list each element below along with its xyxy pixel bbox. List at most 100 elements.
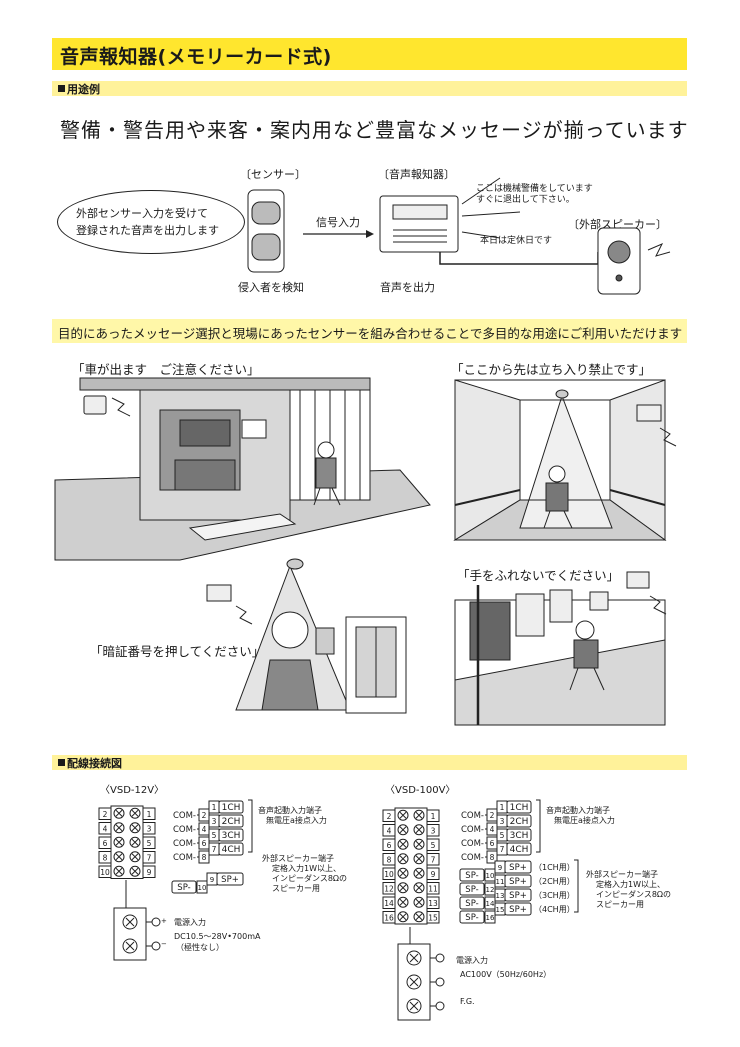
right-right-number-box bbox=[426, 809, 440, 822]
right-right-number-box bbox=[426, 867, 440, 880]
left-ch-box bbox=[218, 800, 244, 814]
right-power-wire-end bbox=[435, 1001, 445, 1011]
right-ch-label: 1CH bbox=[510, 803, 529, 813]
left-input-note: 音声起動入力端子 無電圧a接点入力 bbox=[258, 806, 327, 826]
right-left-number: 6 bbox=[387, 841, 392, 850]
right-screw-mark bbox=[399, 840, 407, 848]
right-right-number: 1 bbox=[431, 812, 436, 821]
left-ch-label: 3CH bbox=[222, 831, 241, 841]
garage-illustration bbox=[54, 377, 431, 561]
right-ch-num: 7 bbox=[500, 845, 505, 854]
right-power-screw-mark bbox=[409, 953, 419, 963]
left-left-number-box bbox=[98, 807, 112, 820]
left-spplus-box bbox=[216, 872, 244, 886]
left-power-spec: DC10.5～28V•700mA bbox=[174, 932, 261, 941]
description-oval: 外部センサー入力を受けて 登録された音声を出力します bbox=[57, 190, 245, 254]
left-left-number: 2 bbox=[103, 810, 108, 819]
gallery-illustration bbox=[454, 571, 667, 726]
oval-line-2: 登録された音声を出力します bbox=[76, 224, 219, 237]
right-right-number-box bbox=[426, 896, 440, 909]
right-sp-use: （4CH用） bbox=[534, 905, 575, 914]
left-right-number-box bbox=[142, 807, 156, 820]
right-screw-mark bbox=[415, 826, 423, 834]
right-screw-mark bbox=[415, 855, 423, 863]
right-left-number: 8 bbox=[387, 856, 392, 865]
left-spminus-box bbox=[171, 880, 197, 894]
left-spplus-num: 9 bbox=[210, 876, 214, 884]
right-spplus-num: 15 bbox=[496, 906, 505, 914]
right-right-number: 11 bbox=[428, 885, 438, 894]
right-ch-num: 3 bbox=[500, 817, 505, 826]
message-1-line-1: ここは機械警備をしています bbox=[476, 184, 593, 194]
left-com-label: COM- bbox=[173, 853, 196, 863]
right-spplus-box bbox=[504, 888, 532, 902]
left-left-number-box bbox=[98, 865, 112, 878]
left-right-number: 9 bbox=[147, 868, 152, 877]
page-title-bar: 音声報知器(メモリーカード式) bbox=[52, 38, 687, 70]
speaker-label: 〔外部スピーカー〕 bbox=[568, 218, 667, 231]
left-screw-mark bbox=[115, 838, 123, 846]
left-input-note-2: 無電圧a接点入力 bbox=[266, 816, 327, 825]
right-screw-mark bbox=[399, 811, 407, 819]
right-sp-use: （1CH用） bbox=[534, 863, 575, 872]
left-power-terminal bbox=[113, 907, 161, 961]
right-power-screw-mark bbox=[409, 1001, 419, 1011]
right-right-number: 13 bbox=[428, 899, 438, 908]
right-screw-mark bbox=[399, 826, 407, 834]
right-spplus-box bbox=[504, 902, 532, 916]
right-sp-use: （3CH用） bbox=[534, 891, 575, 900]
left-com-label: COM- bbox=[173, 811, 196, 821]
message-1-line-2: すぐに退出して下さい。 bbox=[476, 195, 575, 206]
left-screw-mark bbox=[131, 867, 139, 875]
right-spplus-label: SP+ bbox=[509, 863, 527, 873]
left-minus-sign: − bbox=[161, 940, 167, 948]
left-com-num: 8 bbox=[202, 853, 207, 862]
right-left-number-box bbox=[382, 867, 396, 880]
left-left-number-box bbox=[98, 851, 112, 864]
left-ch-box bbox=[218, 828, 244, 842]
left-sp-num: 10 bbox=[198, 884, 207, 892]
right-left-number-box bbox=[382, 824, 396, 837]
right-sp-num: 12 bbox=[486, 886, 495, 894]
right-spminus-box bbox=[459, 896, 485, 910]
right-com-label: COM- bbox=[461, 839, 484, 849]
message-2: 本日は定休日です bbox=[480, 236, 553, 246]
right-power-spec: AC100V（50Hz/60Hz） bbox=[460, 970, 552, 979]
right-speaker-note-3: インピーダンス8Ωの bbox=[596, 890, 672, 899]
right-sp-num: 14 bbox=[486, 900, 495, 908]
section-usage-label: 用途例 bbox=[58, 81, 100, 97]
left-ch-num: 3 bbox=[212, 817, 217, 826]
gallery-quote: 「手をふれないでください」 bbox=[457, 568, 620, 583]
right-right-number: 15 bbox=[428, 914, 438, 923]
right-com-num: 2 bbox=[490, 811, 495, 820]
right-ch-label: 4CH bbox=[510, 845, 529, 855]
headline: 警備・警告用や来客・案内用など豊富なメッセージが揃っています bbox=[60, 118, 689, 142]
right-com-num-box bbox=[486, 850, 498, 864]
left-power-wire-end bbox=[151, 917, 161, 927]
right-speaker-note-4: スピーカー用 bbox=[596, 900, 644, 909]
right-speaker-note-2: 定格入力1W以上、 bbox=[596, 880, 665, 889]
right-spplus-num: 11 bbox=[496, 878, 505, 886]
left-com-label: COM- bbox=[173, 825, 196, 835]
left-speaker-note-1: 外部スピーカー端子 bbox=[262, 854, 334, 863]
left-ch-label: 1CH bbox=[222, 803, 241, 813]
right-screw-mark bbox=[415, 913, 423, 921]
right-ch-label: 2CH bbox=[510, 817, 529, 827]
right-spminus-box bbox=[459, 882, 485, 896]
left-right-number-box bbox=[142, 851, 156, 864]
right-input-note: 音声起動入力端子 無電圧a接点入力 bbox=[546, 806, 615, 826]
left-screw-mark bbox=[131, 838, 139, 846]
left-left-number-box bbox=[98, 822, 112, 835]
right-model-label: 〈VSD-100V〉 bbox=[385, 785, 456, 796]
right-fg-label: F.G. bbox=[460, 997, 475, 1006]
right-screw-mark bbox=[399, 898, 407, 906]
left-input-note-1: 音声起動入力端子 bbox=[258, 806, 322, 815]
right-power-title: 電源入力 bbox=[456, 956, 488, 965]
left-screw-mark bbox=[115, 824, 123, 832]
scene-illustrations bbox=[54, 377, 677, 726]
purpose-text: 目的にあったメッセージ選択と現場にあったセンサーを組み合わせることで多目的な用途… bbox=[58, 326, 683, 341]
sensor-label: 〔センサー〕 bbox=[240, 168, 306, 181]
